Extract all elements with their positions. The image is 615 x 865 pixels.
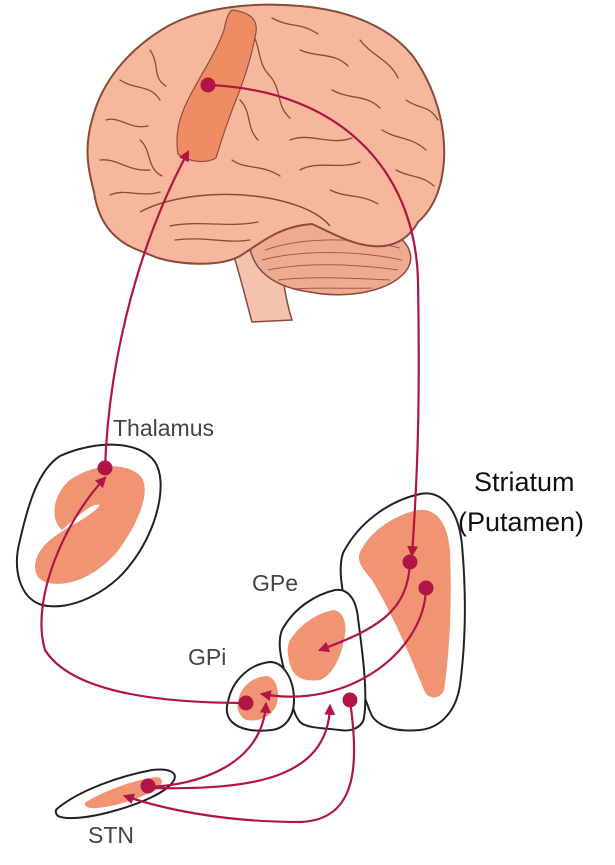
striatum-neuron-dot-lower <box>419 581 434 596</box>
putamen-label: (Putamen) <box>458 505 584 539</box>
thalamus-label: Thalamus <box>113 415 214 442</box>
gpe-label: GPe <box>252 570 298 597</box>
cortex-neuron-dot <box>201 78 216 93</box>
striatum-label: Striatum <box>474 465 575 499</box>
gpe-neuron-dot <box>343 693 358 708</box>
thalamus-neuron-dot <box>98 461 113 476</box>
stn <box>56 769 175 818</box>
thalamus <box>17 445 161 607</box>
stn-label: STN <box>88 822 134 849</box>
striatum-neuron-dot-upper <box>403 555 418 570</box>
brain-illustration <box>88 5 445 322</box>
gpi-label: GPi <box>188 644 226 671</box>
gpi-neuron-dot <box>239 696 254 711</box>
stn-neuron-dot <box>141 779 156 794</box>
